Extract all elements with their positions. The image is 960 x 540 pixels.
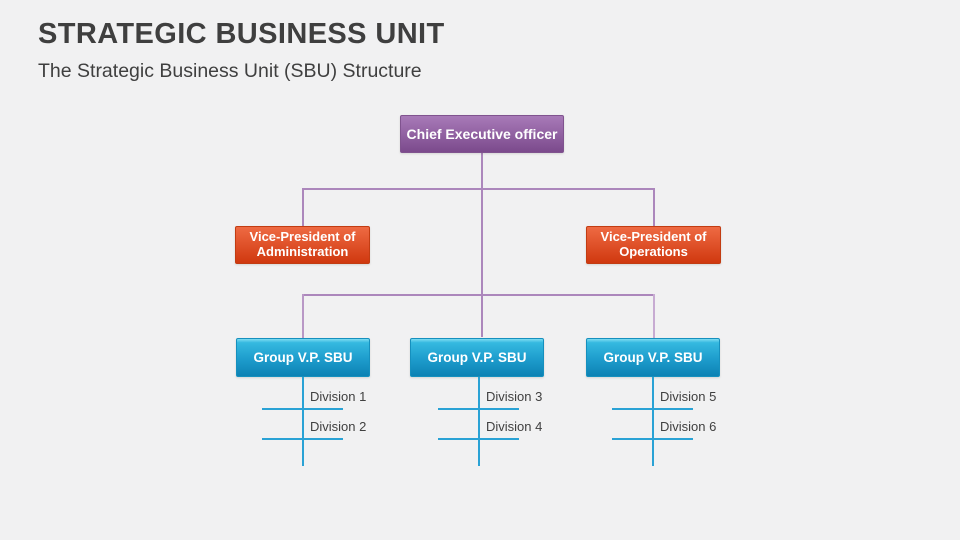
connector-ceo-vertical (481, 153, 483, 337)
division-underline (438, 438, 519, 440)
connector-sbu3-stem (652, 377, 654, 466)
division-underline (262, 438, 343, 440)
division-underline (612, 438, 693, 440)
node-group-vp-sbu-3: Group V.P. SBU (586, 338, 720, 377)
connector-sbu-right-drop (653, 294, 655, 338)
connector-sbu2-stem (478, 377, 480, 466)
connector-vp-admin-drop (302, 188, 304, 226)
division-label: Division 4 (486, 419, 543, 434)
connector-sbu-left-drop (302, 294, 304, 338)
node-chief-executive-officer: Chief Executive officer (400, 115, 564, 153)
connector-vp-ops-drop (653, 188, 655, 226)
page-subtitle: The Strategic Business Unit (SBU) Struct… (38, 60, 422, 82)
connector-level2-horizontal (302, 188, 654, 190)
connector-sbu1-stem (302, 377, 304, 466)
page-title: STRATEGIC BUSINESS UNIT (38, 18, 445, 50)
division-label: Division 2 (310, 419, 367, 434)
division-label: Division 5 (660, 389, 717, 404)
division-label: Division 1 (310, 389, 367, 404)
node-group-vp-sbu-2: Group V.P. SBU (410, 338, 544, 377)
division-underline (612, 408, 693, 410)
division-underline (438, 408, 519, 410)
division-underline (262, 408, 343, 410)
division-label: Division 3 (486, 389, 543, 404)
connector-level3-horizontal (302, 294, 654, 296)
node-vp-administration: Vice-President of Administration (235, 226, 370, 264)
division-label: Division 6 (660, 419, 717, 434)
node-vp-operations: Vice-President of Operations (586, 226, 721, 264)
node-group-vp-sbu-1: Group V.P. SBU (236, 338, 370, 377)
